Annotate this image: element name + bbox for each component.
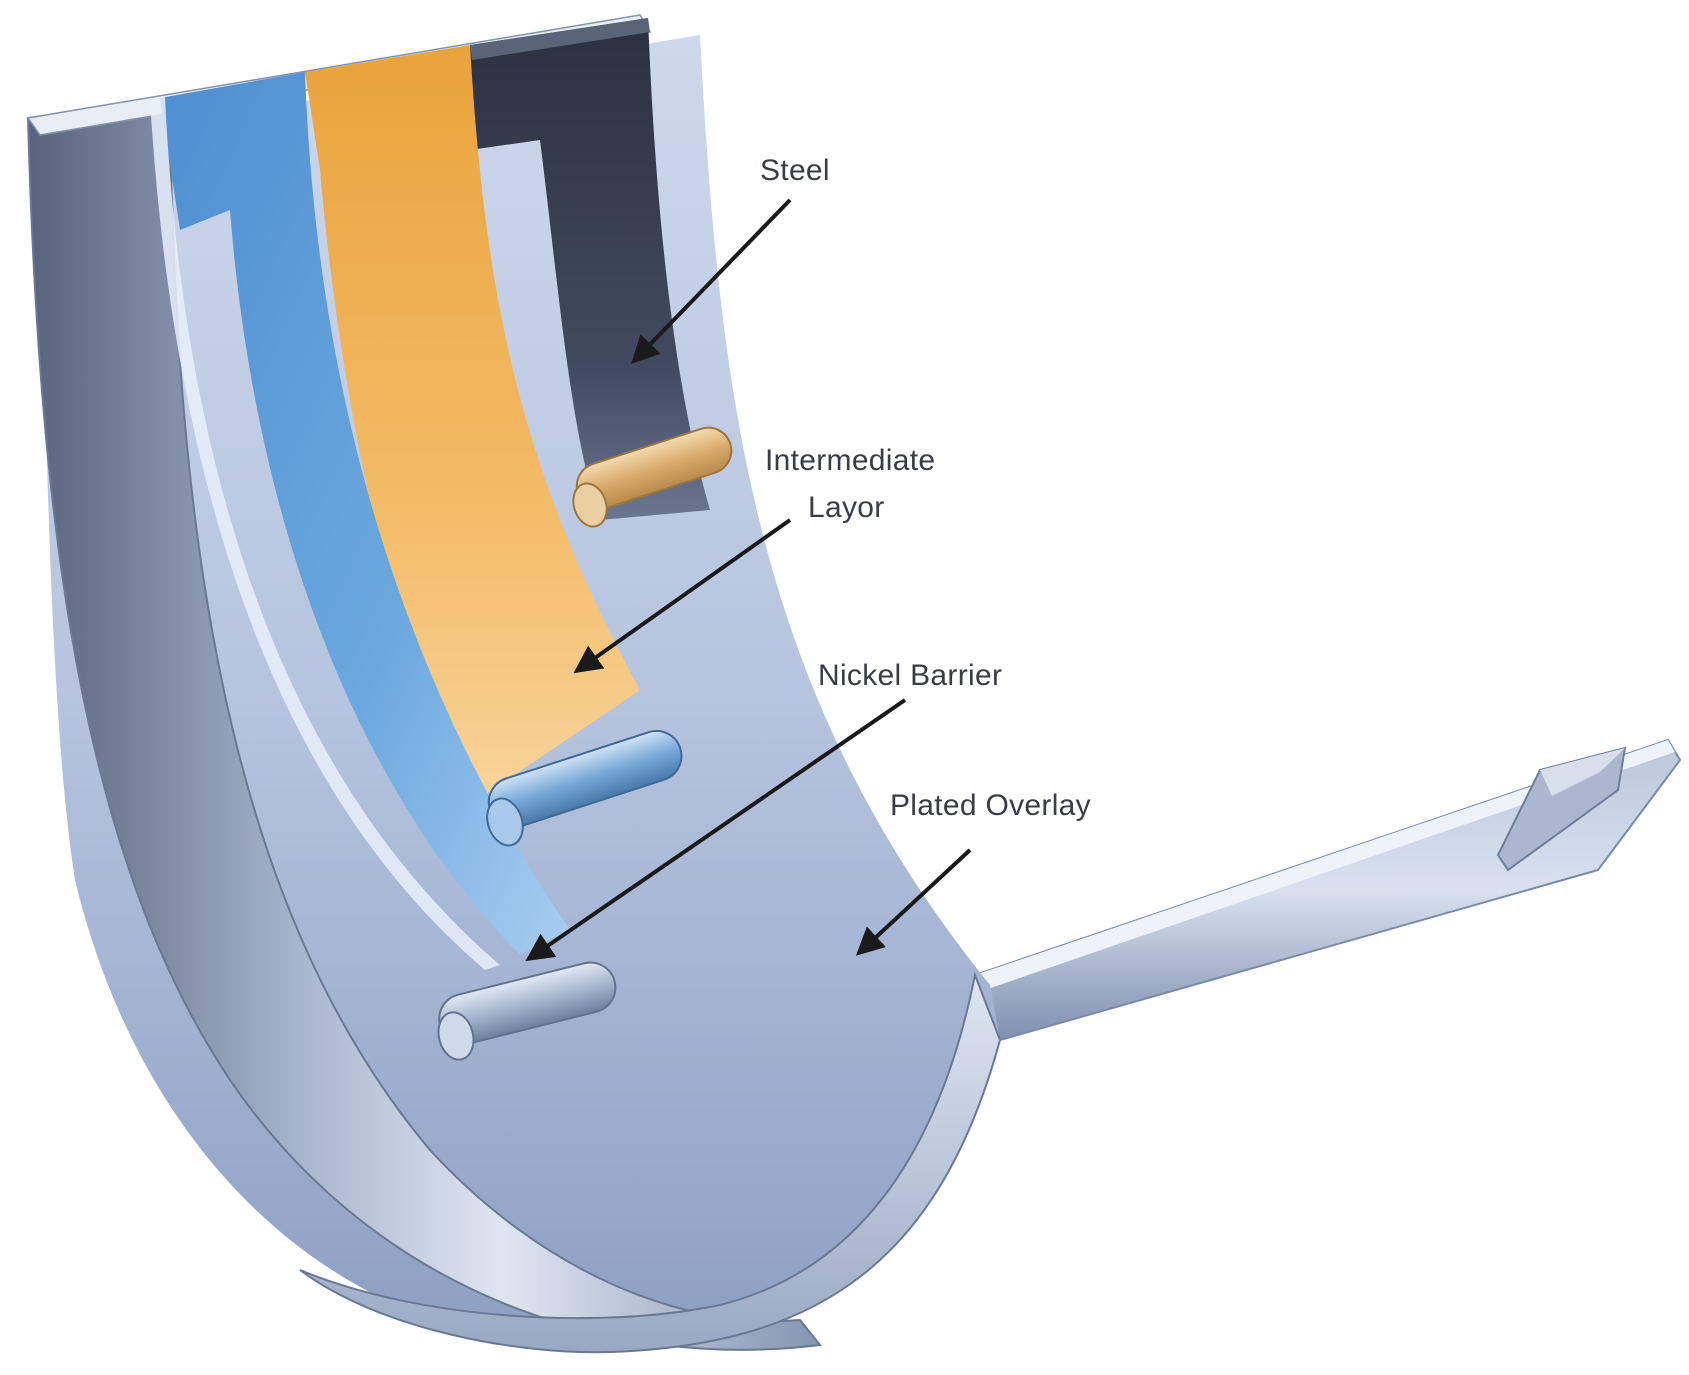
layer-steel xyxy=(470,18,710,520)
marker-nickel xyxy=(486,729,683,847)
label-intermediate-line2: Layor xyxy=(808,491,885,524)
layer-markers xyxy=(437,426,733,1061)
arrow-plated-overlay xyxy=(855,848,972,956)
arrow-intermediate xyxy=(573,518,792,674)
material-layers xyxy=(150,18,710,970)
label-nickel-barrier: Nickel Barrier xyxy=(818,659,1002,692)
callout-arrows xyxy=(525,198,972,962)
layer-intermediate xyxy=(305,45,640,805)
label-plated-overlay: Plated Overlay xyxy=(890,789,1091,822)
callout-labels: Steel Intermediate Layor Nickel Barrier … xyxy=(760,154,1091,822)
marker-overlay xyxy=(437,961,617,1061)
shell-bottom-edge xyxy=(299,971,1002,1354)
shell-right-arm-edge xyxy=(975,740,1675,990)
layer-nickel-barrier xyxy=(160,72,570,955)
label-intermediate-line1: Intermediate xyxy=(765,444,935,477)
marker-intermediate xyxy=(572,426,733,528)
arrow-nickel-barrier xyxy=(525,698,907,962)
arrow-steel xyxy=(631,198,792,365)
shell-outer-back xyxy=(26,98,822,1351)
label-steel: Steel xyxy=(760,154,830,187)
